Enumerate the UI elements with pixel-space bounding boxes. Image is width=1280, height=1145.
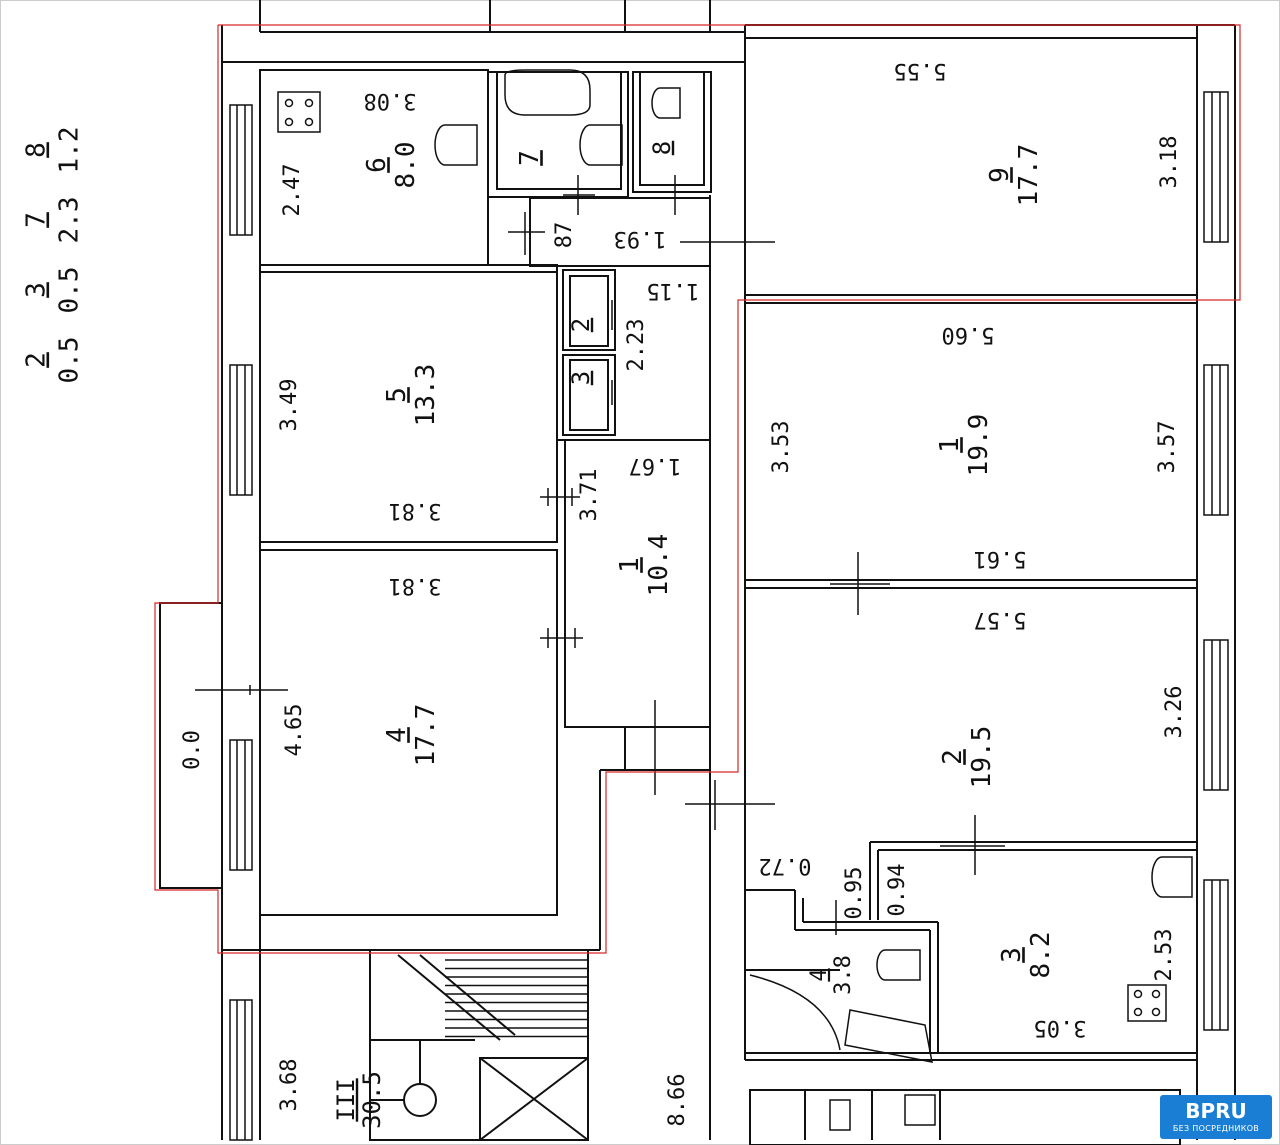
room-9-area: 17.7 (1014, 144, 1044, 207)
washing-machine-icon (844, 1009, 933, 1063)
room-4-number: 4 (382, 727, 412, 743)
dimension-label: 3.53 (769, 421, 794, 474)
dimension-label: 0.95 (842, 867, 867, 920)
room-4-bath-area: 3.8 (831, 955, 856, 995)
dimension-label: 3.81 (389, 498, 442, 523)
corridor-1-area: 10.4 (644, 534, 674, 597)
room-7-number: 7 (515, 150, 545, 166)
dimension-label: 0.94 (885, 864, 910, 917)
walls (159, 0, 1236, 1145)
wc-icon (651, 87, 681, 119)
dimension-label: 3.18 (1157, 136, 1182, 189)
dimension-label: 5.57 (974, 607, 1027, 632)
summary-fraction-den: 1.2 (55, 127, 85, 174)
room-6-number: 6 (362, 157, 392, 173)
summary-fraction-num: 2 (22, 352, 52, 368)
room-3-area: 8.2 (1026, 932, 1056, 979)
summary-fraction-num: 7 (22, 212, 52, 228)
dimension-label: 2.23 (624, 319, 649, 372)
dimension-label: 0.0 (180, 730, 205, 770)
logo-subtitle: БЕЗ ПОСРЕДНИКОВ (1172, 1124, 1260, 1133)
room-2-area: 19.5 (967, 726, 997, 789)
dimension-label: 0.72 (759, 853, 812, 878)
stair-treads (445, 959, 588, 1038)
stove-icon (1127, 984, 1167, 1022)
dimension-label: 5.55 (894, 58, 947, 83)
room-6-area: 8.0 (391, 142, 421, 189)
room-5-area: 13.3 (411, 364, 441, 427)
summary-fraction-num: 8 (22, 142, 52, 158)
summary-fraction-num: 3 (22, 282, 52, 298)
fixtures (277, 69, 1193, 1131)
room-4-bath-number: 4 (807, 968, 832, 981)
sink-icon (1151, 856, 1193, 898)
dimension-label: 2.47 (280, 164, 305, 217)
dimension-label: 3.26 (1162, 686, 1187, 739)
windows (229, 91, 1229, 1141)
room-2-number: 2 (938, 749, 968, 765)
room-9-number: 9 (985, 167, 1015, 183)
dimension-label: 3.08 (364, 88, 417, 113)
dimension-label: 3.68 (277, 1059, 302, 1112)
sink-icon (434, 124, 478, 166)
dimension-label: 3.71 (577, 469, 602, 522)
toilet-icon (876, 949, 921, 981)
summary-fraction-den: 0.5 (55, 337, 85, 384)
logo-title: BPRU (1185, 1099, 1247, 1123)
stove-icon (277, 91, 321, 133)
dimension-label: 1.67 (629, 453, 682, 478)
bathtub-icon (504, 69, 591, 116)
room-4-area: 17.7 (411, 704, 441, 767)
dimension-label: 3.81 (389, 573, 442, 598)
dimension-label: 5.61 (974, 546, 1027, 571)
doors (195, 175, 1005, 935)
toilet-icon (579, 124, 623, 166)
closet-3-number: 3 (567, 371, 595, 385)
corridor-1-number: 1 (615, 557, 645, 573)
dimension-label: 1.15 (647, 278, 700, 303)
apartment-outline (154, 24, 1241, 954)
dimension-label: 2.53 (1152, 929, 1177, 982)
room-3-number: 3 (997, 947, 1027, 963)
bathtub-icon (749, 974, 841, 1051)
dimension-label: 4.65 (282, 704, 307, 757)
dimension-label: 3.49 (277, 379, 302, 432)
summary-fraction-den: 2.3 (55, 197, 85, 244)
dimension-label: 3.05 (1034, 1015, 1087, 1040)
room-5-number: 5 (382, 387, 412, 403)
dimension-label: 1.93 (614, 226, 667, 251)
dimension-label: 5.60 (942, 322, 995, 347)
dimension-label: 87 (552, 222, 577, 249)
room-8-number: 8 (648, 141, 676, 155)
stairwell-area: 30.5 (358, 1071, 386, 1129)
bpru-logo: BPRU БЕЗ ПОСРЕДНИКОВ (1160, 1095, 1272, 1139)
closet-2-number: 2 (567, 318, 595, 332)
dimension-label: 8.66 (665, 1074, 690, 1127)
dimension-label: 3.57 (1155, 421, 1180, 474)
summary-fraction-den: 0.5 (55, 267, 85, 314)
stairwell-number: III (332, 1078, 360, 1121)
room-1-number: 1 (935, 437, 965, 453)
room-1-area: 19.9 (964, 414, 994, 477)
